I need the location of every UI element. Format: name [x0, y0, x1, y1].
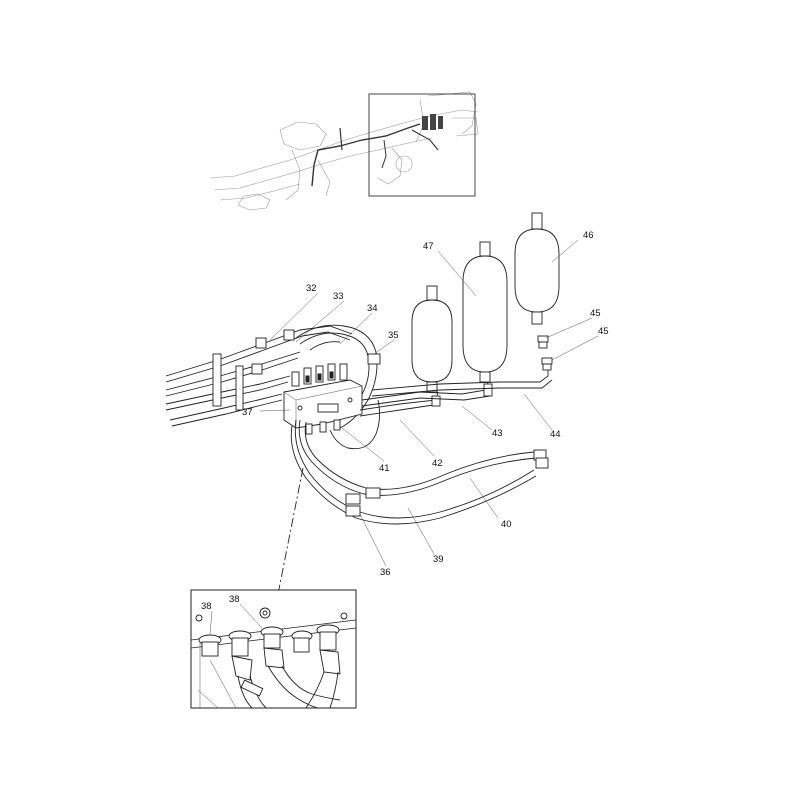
detail-frame — [368, 93, 476, 197]
callout-44: 44 — [550, 429, 561, 440]
accumulator-small — [411, 285, 453, 393]
callout-43: 43 — [492, 428, 503, 439]
callout-32: 32 — [306, 283, 317, 294]
fitting-adapter-upper — [537, 335, 549, 349]
callout-38-right: 38 — [229, 594, 240, 605]
callout-35: 35 — [388, 330, 399, 341]
hose-bundle-left — [165, 325, 353, 427]
detail-inset — [190, 589, 357, 709]
callout-39: 39 — [433, 554, 444, 565]
callout-45-upper: 45 — [590, 308, 601, 319]
callout-33: 33 — [333, 291, 344, 302]
leader-lines — [209, 239, 599, 635]
accumulator-large — [514, 212, 560, 325]
callout-47: 47 — [423, 241, 434, 252]
detail-leader-line — [277, 467, 304, 595]
hose-44 — [371, 370, 553, 397]
callout-38-left: 38 — [201, 601, 212, 612]
accumulator-medium — [462, 241, 508, 383]
callout-42: 42 — [432, 458, 443, 469]
hose-43 — [361, 381, 493, 407]
hose-clamps-36 — [345, 487, 381, 517]
callout-34: 34 — [367, 303, 378, 314]
callout-41: 41 — [379, 463, 390, 474]
callout-36: 36 — [380, 567, 391, 578]
elbow-fitting — [198, 624, 341, 681]
fitting-adapter-lower — [541, 357, 553, 371]
callout-45-lower: 45 — [598, 326, 609, 337]
hose-39 — [290, 419, 537, 525]
machine-overview — [209, 91, 479, 211]
hose-41 — [329, 399, 381, 450]
callout-40: 40 — [501, 519, 512, 530]
valve-block — [283, 363, 363, 435]
hose-42 — [359, 391, 441, 417]
callout-46: 46 — [583, 230, 594, 241]
callout-labels: 32 33 34 35 37 41 42 43 44 40 39 36 45 4… — [201, 230, 609, 612]
callout-37: 37 — [242, 407, 253, 418]
